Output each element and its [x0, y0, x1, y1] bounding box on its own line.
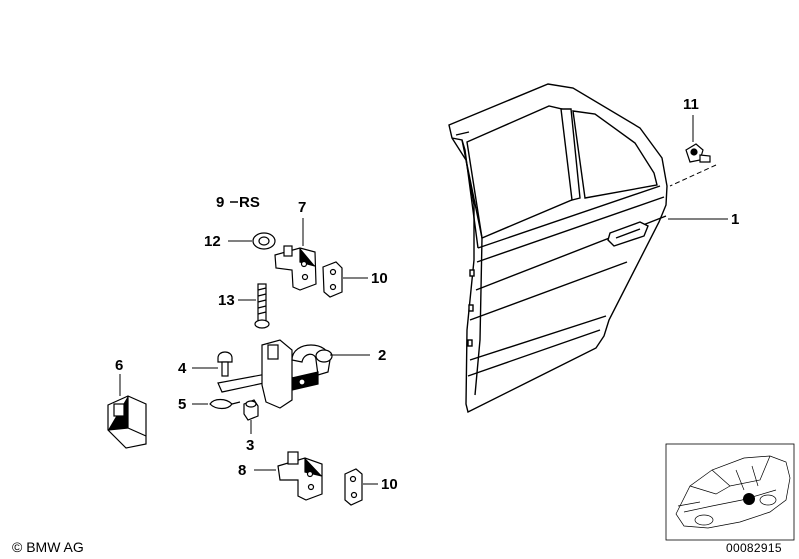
- bolt: [254, 283, 270, 329]
- label-part-4: 4: [178, 360, 187, 377]
- label-part-13: 13: [218, 292, 235, 309]
- upper-hinge: [274, 245, 317, 291]
- location-marker-icon: [743, 493, 755, 505]
- door-stop-buffer: [107, 395, 147, 449]
- diagram-reference-number: 00082915: [726, 541, 782, 555]
- copyright-text: © BMW AG: [12, 539, 84, 555]
- label-part-6: 6: [115, 357, 123, 374]
- lower-hinge: [277, 451, 323, 501]
- grommet: [252, 232, 276, 250]
- dashed-line-11: [669, 164, 717, 187]
- door-check-strap: [217, 339, 333, 409]
- label-part-12: 12: [204, 233, 221, 250]
- label-part-10-upper: 10: [371, 270, 388, 287]
- label-part-1: 1: [731, 211, 739, 228]
- clip-part: [685, 143, 711, 163]
- screw-4: [217, 351, 233, 377]
- label-part-7: 7: [298, 199, 306, 216]
- bolt-3: [243, 399, 259, 421]
- label-part-2: 2: [378, 347, 386, 364]
- label-part-9: 9: [216, 194, 224, 211]
- car-location-inset: [665, 443, 795, 541]
- rear-door-panel: [448, 83, 668, 414]
- hinge-plate-upper: [322, 261, 343, 298]
- label-part-3: 3: [246, 437, 254, 454]
- clip-5: [209, 398, 241, 410]
- label-part-10-lower: 10: [381, 476, 398, 493]
- hinge-plate-lower: [344, 468, 363, 506]
- label-part-11: 11: [683, 96, 699, 113]
- label-part-5: 5: [178, 396, 186, 413]
- label-part-9-suffix: RS: [239, 194, 260, 211]
- label-part-8: 8: [238, 462, 246, 479]
